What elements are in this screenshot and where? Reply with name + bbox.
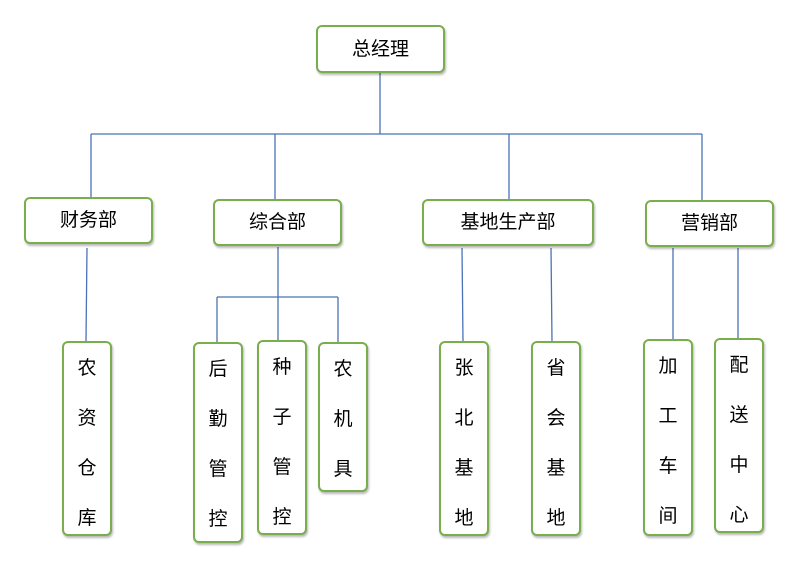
unit-label: 农机具 — [333, 360, 352, 510]
unit-node: 种子管控 — [257, 340, 307, 535]
connector-production-zhangbei — [461, 247, 464, 342]
unit-label-char: 种 — [272, 356, 292, 378]
unit-node: 后勤管控 — [193, 342, 243, 543]
unit-label-char: 基 — [546, 457, 566, 479]
unit-label-char: 农 — [77, 357, 97, 379]
unit-label-char: 子 — [272, 406, 292, 428]
unit-label-char: 送 — [729, 404, 749, 426]
unit-label-char: 机 — [333, 408, 353, 430]
unit-label-char: 张 — [454, 357, 474, 379]
unit-label-char: 勤 — [208, 408, 228, 430]
unit-label-char: 间 — [658, 505, 678, 527]
dept-label-sales: 营销部 — [680, 212, 738, 234]
unit-label-char: 北 — [454, 407, 474, 429]
dept-node-finance: 财务部 — [24, 197, 153, 244]
unit-label-char: 管 — [208, 458, 228, 480]
unit-label-char: 仓 — [77, 457, 97, 479]
unit-node: 配送中心 — [714, 338, 764, 533]
unit-label: 省会基地 — [546, 359, 565, 559]
unit-node: 农资仓库 — [62, 341, 112, 536]
unit-node: 农机具 — [318, 342, 368, 492]
unit-label-char: 中 — [729, 454, 749, 476]
unit-label: 农资仓库 — [77, 359, 96, 559]
unit-label: 加工车间 — [658, 357, 677, 557]
unit-label-char: 后 — [208, 358, 228, 380]
unit-node: 张北基地 — [439, 341, 489, 536]
unit-label-char: 农 — [333, 358, 353, 380]
unit-label: 张北基地 — [454, 359, 473, 559]
unit-label-char: 管 — [272, 456, 292, 478]
connector-finance-warehouse — [85, 247, 88, 342]
unit-label: 后勤管控 — [208, 360, 227, 560]
unit-label-char: 省 — [546, 357, 566, 379]
unit-label-char: 控 — [272, 506, 292, 528]
unit-label-char: 加 — [658, 355, 678, 377]
unit-label-char: 车 — [658, 455, 678, 477]
dept-node-general: 综合部 — [213, 199, 342, 246]
unit-label: 种子管控 — [272, 358, 291, 558]
dept-label-finance: 财务部 — [59, 209, 117, 231]
unit-label-char: 会 — [546, 407, 566, 429]
root-node: 总经理 — [316, 25, 445, 73]
dept-label-general: 综合部 — [248, 211, 306, 233]
unit-label-char: 控 — [208, 508, 228, 530]
root-label: 总经理 — [351, 37, 409, 60]
dept-label-production: 基地生产部 — [460, 211, 556, 233]
unit-label-char: 具 — [333, 458, 353, 480]
unit-label-char: 基 — [454, 457, 474, 479]
unit-node: 加工车间 — [643, 339, 693, 536]
unit-node: 省会基地 — [531, 341, 581, 536]
unit-label-char: 工 — [658, 405, 678, 427]
connector-production-provincial — [550, 247, 553, 342]
dept-node-production: 基地生产部 — [422, 199, 594, 246]
dept-node-sales: 营销部 — [645, 200, 774, 247]
unit-label-char: 库 — [77, 507, 97, 529]
unit-label-char: 资 — [77, 407, 97, 429]
unit-label-char: 地 — [454, 507, 474, 529]
unit-label: 配送中心 — [729, 356, 748, 556]
unit-label-char: 配 — [729, 354, 749, 376]
unit-label-char: 心 — [729, 504, 749, 526]
unit-label-char: 地 — [546, 507, 566, 529]
